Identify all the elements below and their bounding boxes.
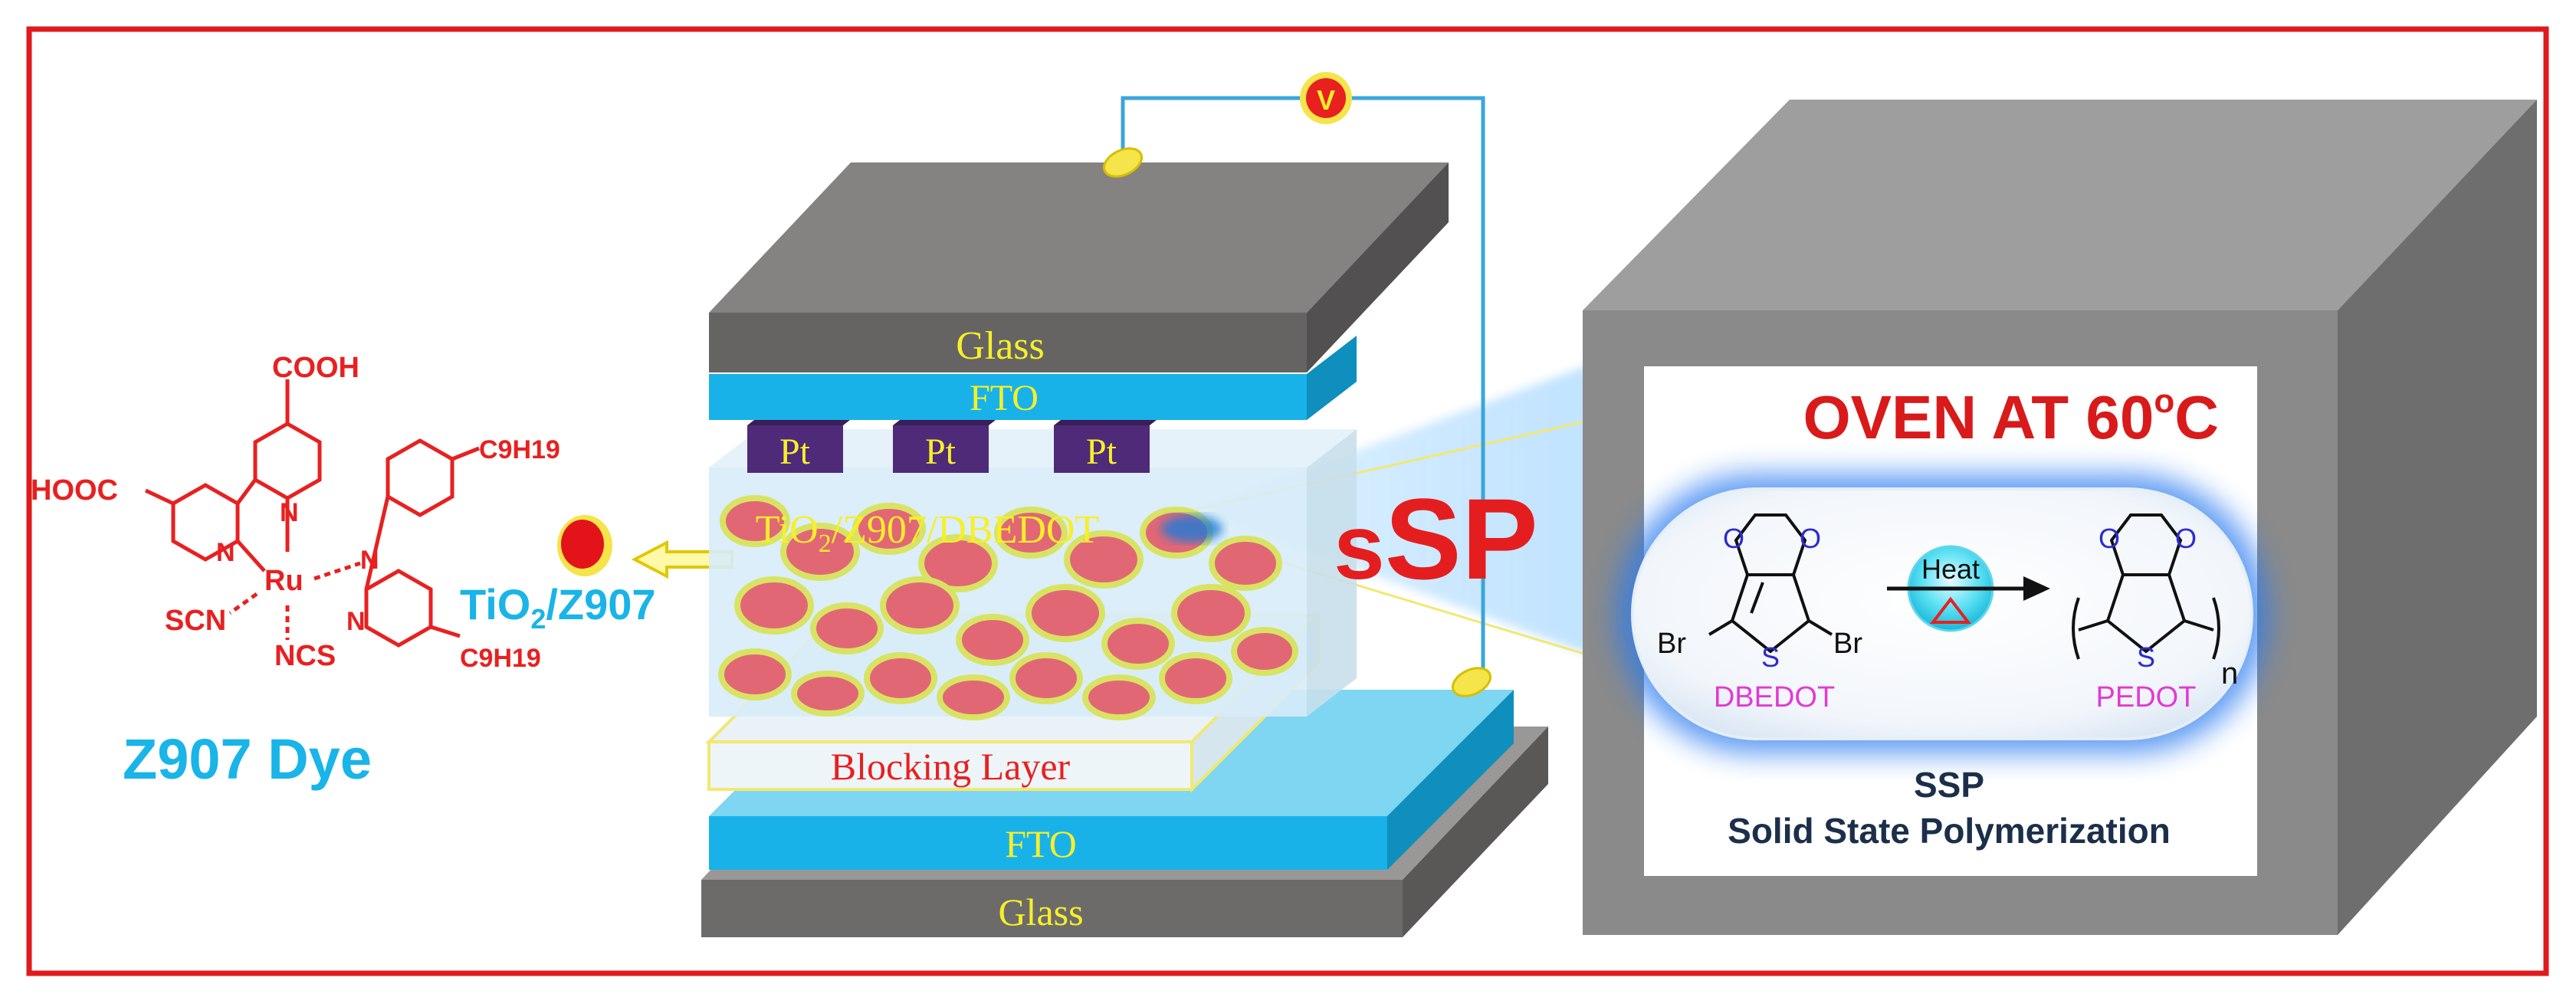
ssp-big-label: sSP — [1334, 474, 1538, 603]
pt-label: Pt — [925, 431, 957, 472]
n-label: N — [280, 498, 299, 527]
scn-label: SCN — [165, 605, 226, 637]
subscript-n-label: n — [2221, 657, 2238, 690]
oxygen-label: O — [2175, 523, 2197, 554]
top-fto-plate — [709, 374, 1307, 420]
sulfur-label: S — [2137, 641, 2155, 673]
cooh-top-label: COOH — [272, 352, 359, 384]
bromine-right-label: Br — [1833, 628, 1862, 660]
bond — [235, 478, 258, 505]
contact-point-bottom — [1451, 667, 1492, 697]
pedot-label: PEDOT — [2096, 681, 2197, 713]
pt-label: Pt — [779, 431, 811, 472]
bond — [144, 488, 175, 506]
fto-bottom-label: FTO — [1005, 822, 1077, 865]
bond — [228, 592, 258, 615]
top-glass-plate — [709, 313, 1307, 372]
dye-name-label: Z907 Dye — [123, 727, 372, 791]
dye-particles — [718, 495, 1298, 720]
delta-icon — [1929, 596, 1972, 624]
oven-temperature-title: OVEN AT 60oC — [1803, 382, 2219, 451]
top-glass-top-face — [709, 162, 1449, 313]
oxygen-label: O — [1723, 523, 1744, 554]
pt-label: Pt — [1086, 431, 1117, 472]
blocking-layer — [707, 740, 1193, 791]
hooc-left-label: HOOC — [31, 474, 118, 507]
nanoparticle-icon — [561, 520, 604, 569]
glass-top-label: Glass — [956, 324, 1045, 368]
c9h19-top-label: C9H19 — [479, 435, 560, 464]
voltmeter-label: V — [1317, 84, 1335, 116]
ssp-caption: SSP — [1914, 765, 1984, 805]
glass-bottom-label: Glass — [998, 891, 1083, 933]
active-layer-label: TiO2/Z907/DBEDOT — [756, 508, 1099, 558]
ssp-full-name: Solid State Polymerization — [1728, 811, 2171, 851]
ncs-label: NCS — [274, 640, 336, 672]
oven-top-face — [1583, 100, 2537, 310]
bottom-glass-plate — [701, 880, 1403, 937]
ru-center-label: Ru — [264, 565, 304, 597]
blocking-layer-label: Blocking Layer — [831, 745, 1071, 788]
bond — [451, 446, 480, 461]
dye-labels: COOH HOOC Ru N N N N SCN NCS C9H19 C9H19 — [31, 352, 560, 673]
bottom-fto-plate — [709, 816, 1387, 870]
tio2-z907-label: TiO2/Z907 — [460, 580, 656, 635]
sulfur-label: S — [1761, 641, 1780, 673]
fto-top-label: FTO — [970, 378, 1039, 418]
oven-side-face — [2338, 100, 2537, 935]
contact-point-top — [1102, 147, 1144, 178]
bond — [313, 561, 361, 581]
bond — [364, 496, 390, 590]
pedot-structure — [2072, 513, 2220, 660]
oxygen-label: O — [1800, 523, 1821, 554]
dbedot-label: DBEDOT — [1714, 681, 1835, 713]
n-label: N — [360, 546, 379, 575]
solar-cell-stack: Glass FTO Blocking Layer — [701, 162, 1548, 937]
z907-dye-structure — [144, 379, 480, 648]
bond — [236, 540, 266, 572]
oxygen-label: O — [2099, 523, 2120, 554]
arrowhead-icon — [2023, 576, 2050, 601]
dbedot-structure — [1708, 513, 1833, 654]
n-label: N — [346, 607, 366, 636]
c9h19-bottom-label: C9H19 — [460, 644, 541, 673]
bond — [430, 625, 461, 638]
heat-label: Heat — [1921, 553, 1980, 585]
bromine-left-label: Br — [1657, 628, 1686, 660]
n-label: N — [216, 538, 235, 567]
